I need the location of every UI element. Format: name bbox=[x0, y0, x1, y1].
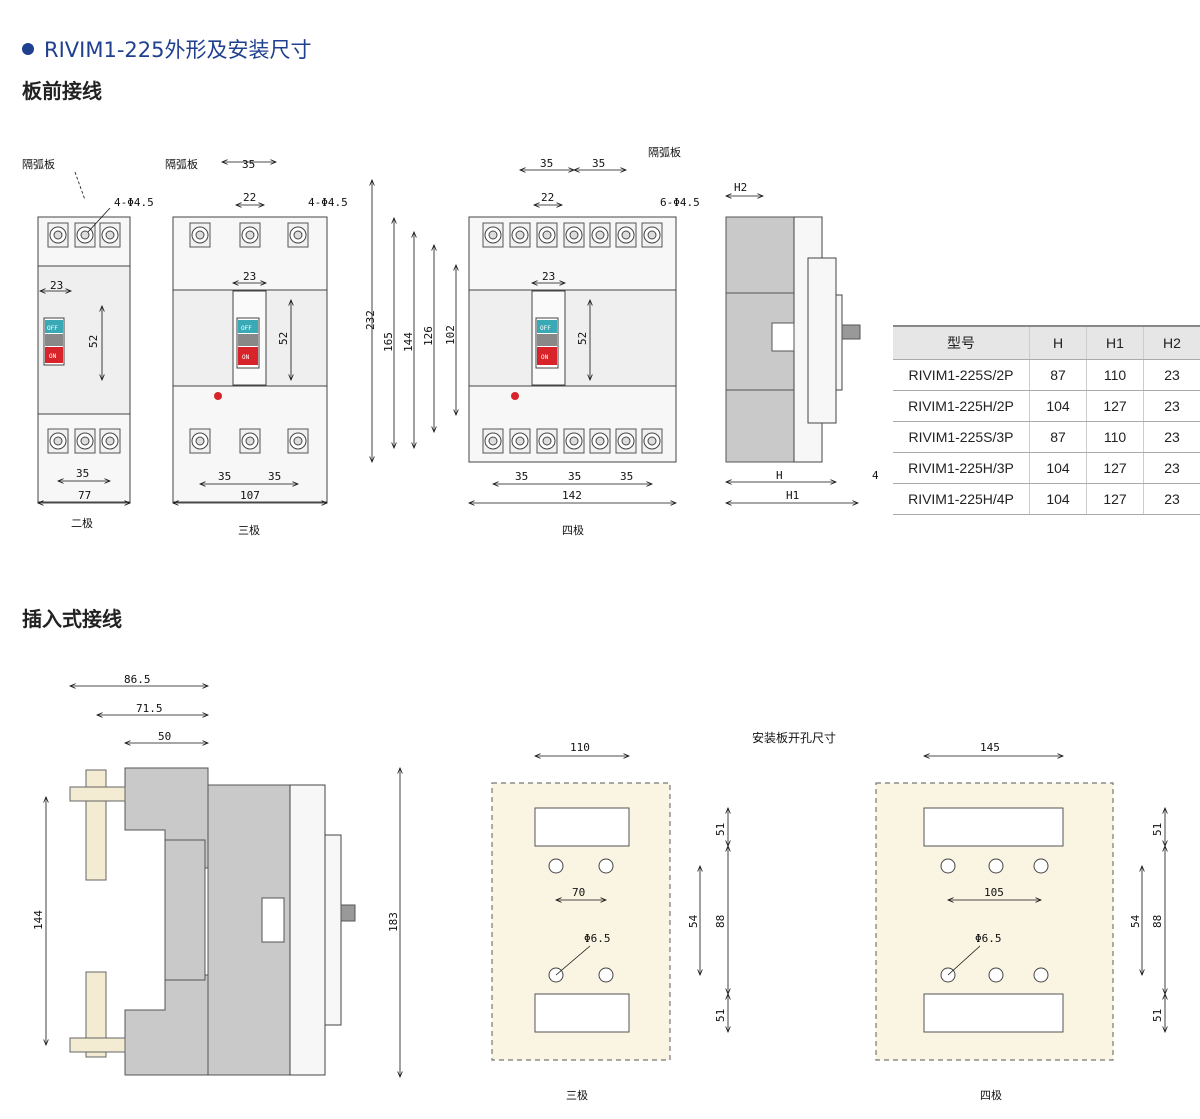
svg-text:22: 22 bbox=[243, 191, 256, 204]
col-h1: H1 bbox=[1086, 325, 1144, 360]
svg-text:23: 23 bbox=[542, 270, 555, 283]
svg-text:4: 4 bbox=[872, 469, 879, 482]
col-model: 型号 bbox=[893, 325, 1030, 360]
section-front-wiring-title: 板前接线 bbox=[22, 79, 102, 103]
svg-text:23: 23 bbox=[50, 279, 63, 292]
svg-text:126: 126 bbox=[422, 326, 435, 346]
four-pole-drawing: 35 35 隔弧板 22 6-Φ4.5 OFF ON 23 52 232 165… bbox=[364, 145, 700, 537]
svg-text:隔弧板: 隔弧板 bbox=[648, 145, 681, 159]
three-pole-label: 三极 bbox=[238, 523, 260, 537]
svg-text:145: 145 bbox=[980, 741, 1000, 754]
svg-text:71.5: 71.5 bbox=[136, 702, 163, 715]
svg-text:35: 35 bbox=[568, 470, 581, 483]
svg-text:4-Φ4.5: 4-Φ4.5 bbox=[308, 196, 348, 209]
page-title: RIVIM1-225外形及安装尺寸 bbox=[22, 34, 311, 64]
svg-text:165: 165 bbox=[382, 332, 395, 352]
svg-text:110: 110 bbox=[570, 741, 590, 754]
svg-text:H: H bbox=[776, 469, 783, 482]
spec-table-header: 型号 H H1 H2 bbox=[893, 325, 1200, 360]
side-view-drawing: H2 H 4 H1 bbox=[726, 181, 879, 503]
two-pole-drawing: 隔弧板 OFF ON 23 52 4-Φ4.5 35 77 二极 bbox=[22, 157, 154, 530]
mounting-hole-title: 安装板开孔尺寸 bbox=[752, 730, 836, 745]
svg-text:隔弧板: 隔弧板 bbox=[165, 157, 198, 171]
svg-text:54: 54 bbox=[1129, 914, 1142, 928]
svg-text:144: 144 bbox=[402, 332, 415, 352]
svg-text:35: 35 bbox=[218, 470, 231, 483]
svg-text:51: 51 bbox=[1151, 823, 1164, 836]
svg-text:35: 35 bbox=[242, 158, 255, 171]
svg-text:35: 35 bbox=[592, 157, 605, 170]
cutout-three-pole-label: 三极 bbox=[566, 1088, 588, 1102]
page-title-text: RIVIM1-225外形及安装尺寸 bbox=[44, 38, 312, 62]
three-pole-drawing: 隔弧板 35 22 4-Φ4.5 OFF ON 23 52 35 35 107 … bbox=[165, 157, 348, 537]
svg-text:183: 183 bbox=[387, 912, 400, 932]
svg-text:77: 77 bbox=[78, 489, 91, 502]
plugin-side-view: 86.5 71.5 50 144 183 bbox=[32, 673, 400, 1077]
two-pole-label: 二极 bbox=[71, 516, 93, 530]
svg-text:144: 144 bbox=[32, 910, 45, 930]
svg-text:102: 102 bbox=[444, 325, 457, 345]
svg-text:52: 52 bbox=[277, 332, 290, 345]
svg-text:51: 51 bbox=[1151, 1009, 1164, 1022]
svg-text:H2: H2 bbox=[734, 181, 747, 194]
svg-text:88: 88 bbox=[1151, 915, 1164, 928]
svg-text:H1: H1 bbox=[786, 489, 799, 502]
svg-text:35: 35 bbox=[540, 157, 553, 170]
svg-text:ON: ON bbox=[49, 353, 57, 360]
svg-text:50: 50 bbox=[158, 730, 171, 743]
svg-text:22: 22 bbox=[541, 191, 554, 204]
svg-text:ON: ON bbox=[541, 354, 549, 361]
svg-text:OFF: OFF bbox=[47, 325, 58, 332]
svg-text:35: 35 bbox=[268, 470, 281, 483]
svg-text:35: 35 bbox=[620, 470, 633, 483]
cutout-four-pole-label: 四极 bbox=[980, 1088, 1002, 1102]
col-h2: H2 bbox=[1143, 325, 1200, 360]
svg-text:88: 88 bbox=[714, 915, 727, 928]
svg-text:4-Φ4.5: 4-Φ4.5 bbox=[114, 196, 154, 209]
svg-text:142: 142 bbox=[562, 489, 582, 502]
svg-text:51: 51 bbox=[714, 1009, 727, 1022]
svg-text:107: 107 bbox=[240, 489, 260, 502]
svg-text:Φ6.5: Φ6.5 bbox=[975, 932, 1002, 945]
bullet-icon bbox=[22, 43, 34, 55]
svg-text:105: 105 bbox=[984, 886, 1004, 899]
svg-text:23: 23 bbox=[243, 270, 256, 283]
svg-text:6-Φ4.5: 6-Φ4.5 bbox=[660, 196, 700, 209]
cutout-four-pole: 145 105 Φ6.5 51 54 88 51 四极 bbox=[875, 741, 1165, 1102]
svg-text:52: 52 bbox=[87, 335, 100, 348]
four-pole-label: 四极 bbox=[562, 523, 584, 537]
cutout-three-pole: 110 70 Φ6.5 51 54 88 51 三极 bbox=[491, 741, 728, 1102]
svg-text:232: 232 bbox=[364, 310, 377, 330]
svg-text:35: 35 bbox=[515, 470, 528, 483]
svg-text:OFF: OFF bbox=[540, 325, 551, 332]
svg-text:52: 52 bbox=[576, 332, 589, 345]
section-plugin-wiring-title: 插入式接线 bbox=[22, 607, 122, 631]
arc-plate-label: 隔弧板 bbox=[22, 157, 55, 171]
svg-text:51: 51 bbox=[714, 823, 727, 836]
svg-text:OFF: OFF bbox=[241, 325, 252, 332]
svg-text:86.5: 86.5 bbox=[124, 673, 151, 686]
svg-text:70: 70 bbox=[572, 886, 585, 899]
svg-text:Φ6.5: Φ6.5 bbox=[584, 932, 611, 945]
col-h: H bbox=[1029, 325, 1087, 360]
svg-text:54: 54 bbox=[687, 914, 700, 928]
svg-text:ON: ON bbox=[242, 354, 250, 361]
svg-text:35: 35 bbox=[76, 467, 89, 480]
